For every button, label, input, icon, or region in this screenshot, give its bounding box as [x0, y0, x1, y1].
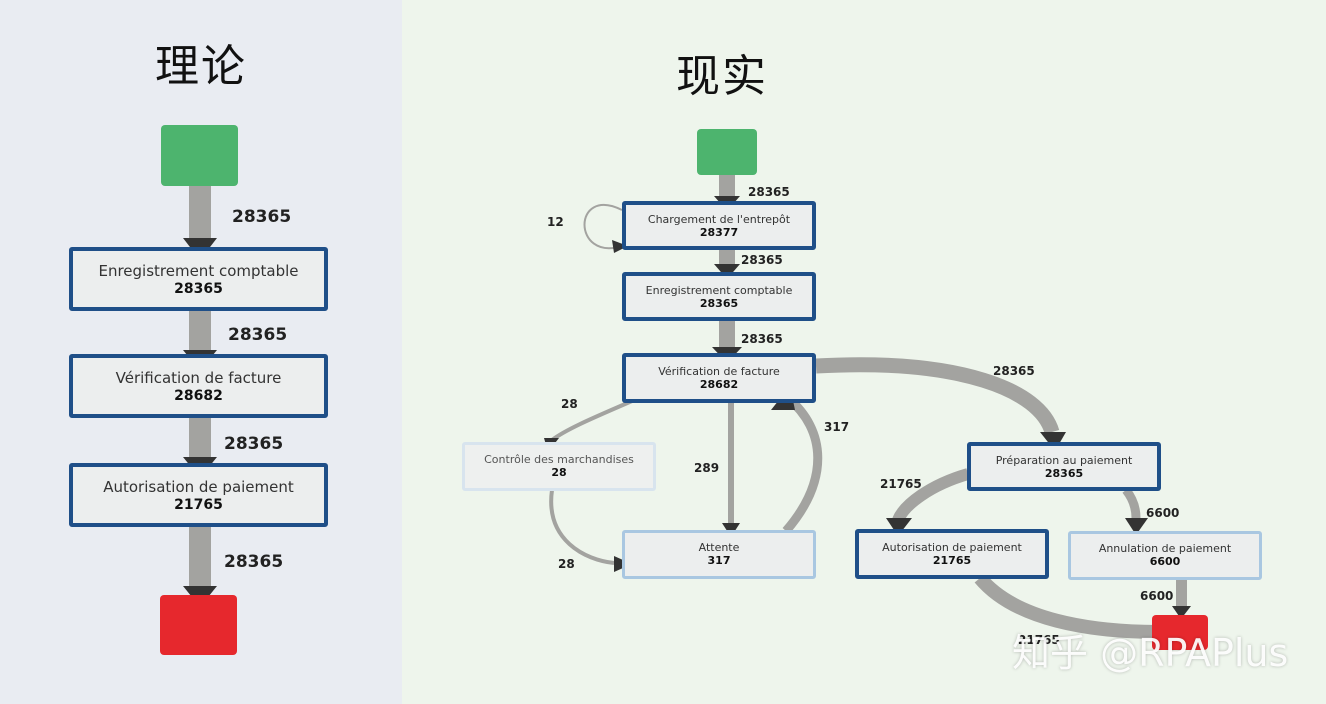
reality-node-attente: Attente 317	[622, 530, 816, 579]
node-name: Autorisation de paiement	[882, 541, 1022, 554]
node-name: Attente	[698, 541, 740, 554]
node-count: 28377	[699, 226, 739, 239]
node-count: 28682	[174, 388, 223, 404]
reality-label-start-charg: 28365	[748, 185, 790, 199]
reality-node-verification: Vérification de facture 28682	[622, 353, 816, 403]
theory-label-verif-autor: 28365	[224, 434, 284, 454]
node-count: 317	[707, 554, 731, 567]
theory-edge-autor-end	[189, 526, 211, 586]
reality-node-annulation: Annulation de paiement 6600	[1068, 531, 1262, 580]
theory-title: 理论	[155, 41, 247, 92]
theory-label-autor-end: 28365	[224, 552, 284, 572]
reality-label-verif-attente: 289	[694, 461, 720, 475]
reality-arrow-prep-autor	[886, 518, 912, 536]
node-count: 28365	[174, 281, 223, 297]
theory-edge-enreg-verif	[189, 309, 211, 351]
node-name: Vérification de facture	[115, 369, 282, 387]
reality-end-node	[1152, 615, 1208, 650]
reality-edge-prep-autor	[892, 468, 970, 523]
reality-edge-enreg-verif	[719, 319, 735, 348]
reality-label-annul-end: 6600	[1140, 589, 1174, 603]
node-name: Enregistrement comptable	[98, 262, 299, 280]
node-name: Préparation au paiement	[995, 454, 1133, 467]
theory-label-enreg-verif: 28365	[228, 325, 288, 345]
node-count: 21765	[174, 497, 223, 513]
reality-label-verif-controle: 28	[561, 397, 578, 411]
theory-end-node	[160, 595, 237, 655]
reality-edge-charg-loop	[583, 203, 623, 250]
reality-arrow-charg-enreg	[714, 264, 740, 279]
node-count: 21765	[932, 554, 972, 567]
node-name: Chargement de l'entrepôt	[647, 213, 791, 226]
reality-title: 现实	[676, 51, 768, 102]
node-count: 28682	[699, 378, 739, 391]
reality-arrow-prep-annul	[1125, 518, 1148, 535]
reality-edge-attente-verif	[782, 394, 823, 534]
reality-edge-verif-prep	[815, 357, 1060, 435]
reality-label-prep-annul: 6600	[1146, 506, 1180, 520]
reality-start-node	[697, 129, 757, 175]
reality-panel	[402, 0, 1326, 704]
reality-edge-verif-controle	[550, 399, 633, 442]
reality-label-attente-verif: 317	[824, 420, 850, 434]
reality-node-preparation: Préparation au paiement 28365	[967, 442, 1161, 491]
reality-node-controle: Contrôle des marchandises 28	[462, 442, 656, 491]
reality-arrow-charg-loop	[612, 240, 628, 253]
theory-start-node	[161, 125, 238, 186]
node-count: 28365	[699, 297, 739, 310]
reality-edge-verif-attente	[728, 401, 734, 523]
theory-node-autorisation: Autorisation de paiement 21765	[69, 463, 328, 527]
reality-label-charg-enreg: 28365	[741, 253, 783, 267]
reality-edge-start-charg	[719, 175, 735, 197]
node-count: 6600	[1149, 555, 1181, 568]
reality-label-controle-attente: 28	[558, 557, 575, 571]
reality-label-verif-prep: 28365	[993, 364, 1035, 378]
node-name: Vérification de facture	[658, 365, 780, 378]
reality-edge-prep-annul	[1122, 487, 1141, 519]
reality-label-charg-loop: 12	[547, 215, 564, 229]
reality-node-chargement: Chargement de l'entrepôt 28377	[622, 201, 816, 250]
node-name: Enregistrement comptable	[645, 284, 793, 297]
theory-node-verification: Vérification de facture 28682	[69, 354, 328, 418]
theory-edge-start-enreg	[189, 186, 211, 238]
reality-edge-charg-enreg	[719, 248, 735, 264]
reality-edge-controle-attente	[549, 489, 615, 565]
reality-label-enreg-verif: 28365	[741, 332, 783, 346]
reality-arrow-verif-prep	[1040, 432, 1066, 451]
theory-edge-verif-autor	[189, 417, 211, 457]
watermark: 知乎 @RPAPlus	[1012, 631, 1289, 675]
node-name: Contrôle des marchandises	[484, 453, 634, 466]
node-count: 28365	[1044, 467, 1084, 480]
reality-label-autor-end: 21765	[1018, 633, 1060, 647]
reality-label-prep-autor: 21765	[880, 477, 922, 491]
reality-node-autorisation: Autorisation de paiement 21765	[855, 529, 1049, 579]
node-name: Autorisation de paiement	[103, 478, 294, 496]
node-name: Annulation de paiement	[1098, 542, 1232, 555]
reality-edge-annul-end	[1176, 579, 1187, 606]
reality-node-enregistrement: Enregistrement comptable 28365	[622, 272, 816, 321]
node-count: 28	[551, 466, 567, 479]
reality-edge-autor-end	[974, 573, 1161, 639]
reality-arrow-annul-end	[1172, 606, 1191, 619]
theory-node-enregistrement: Enregistrement comptable 28365	[69, 247, 328, 311]
theory-label-start-enreg: 28365	[232, 207, 292, 227]
